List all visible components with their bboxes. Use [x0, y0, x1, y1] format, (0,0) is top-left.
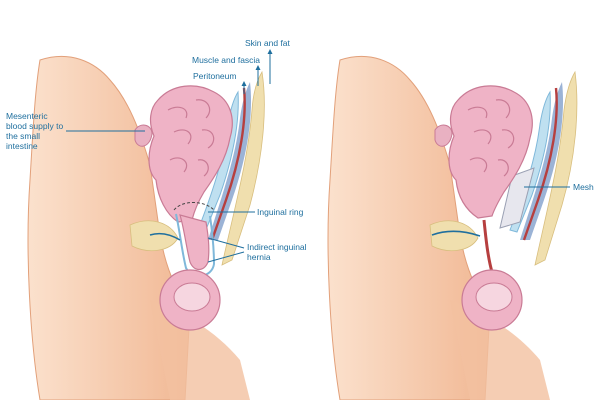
right-intestines [448, 85, 533, 219]
left-mesentery [134, 124, 153, 147]
leader-hernia-1 [207, 237, 245, 249]
right-artery [522, 87, 558, 241]
right-mesentery [434, 124, 453, 147]
label-indirect-hernia: Indirect inguinal hernia [247, 242, 307, 262]
left-cord [149, 232, 181, 241]
right-muscle-layer [520, 82, 564, 240]
left-artery [210, 87, 246, 241]
label-mesh: Mesh [573, 182, 594, 192]
right-pubic-fat [429, 220, 479, 252]
label-peritoneum: Peritoneum [193, 71, 237, 81]
left-testis [173, 282, 211, 312]
label-skin-fat: Skin and fat [245, 38, 290, 48]
right-cord [431, 230, 481, 237]
leader-hernia-2 [207, 251, 245, 263]
right-mesh [499, 167, 535, 229]
left-inguinal-ring [173, 202, 215, 211]
left-skin-layer [221, 70, 265, 266]
right-intestine-folds [467, 99, 515, 177]
right-figure [327, 56, 578, 400]
right-cord-vessel [482, 219, 494, 273]
left-intestines [148, 85, 233, 223]
right-testis [475, 282, 513, 312]
label-inguinal-ring: Inguinal ring [257, 207, 304, 217]
left-muscle-layer [208, 82, 252, 240]
left-hernia-sac [179, 214, 210, 271]
leader-lines [66, 49, 570, 263]
label-muscle-fascia: Muscle and fascia [192, 55, 261, 65]
left-intestine-folds [167, 99, 215, 177]
label-mesenteric: Mesenteric blood supply to the small int… [6, 111, 64, 151]
left-figure [27, 56, 265, 400]
right-skin-layer [534, 70, 578, 266]
